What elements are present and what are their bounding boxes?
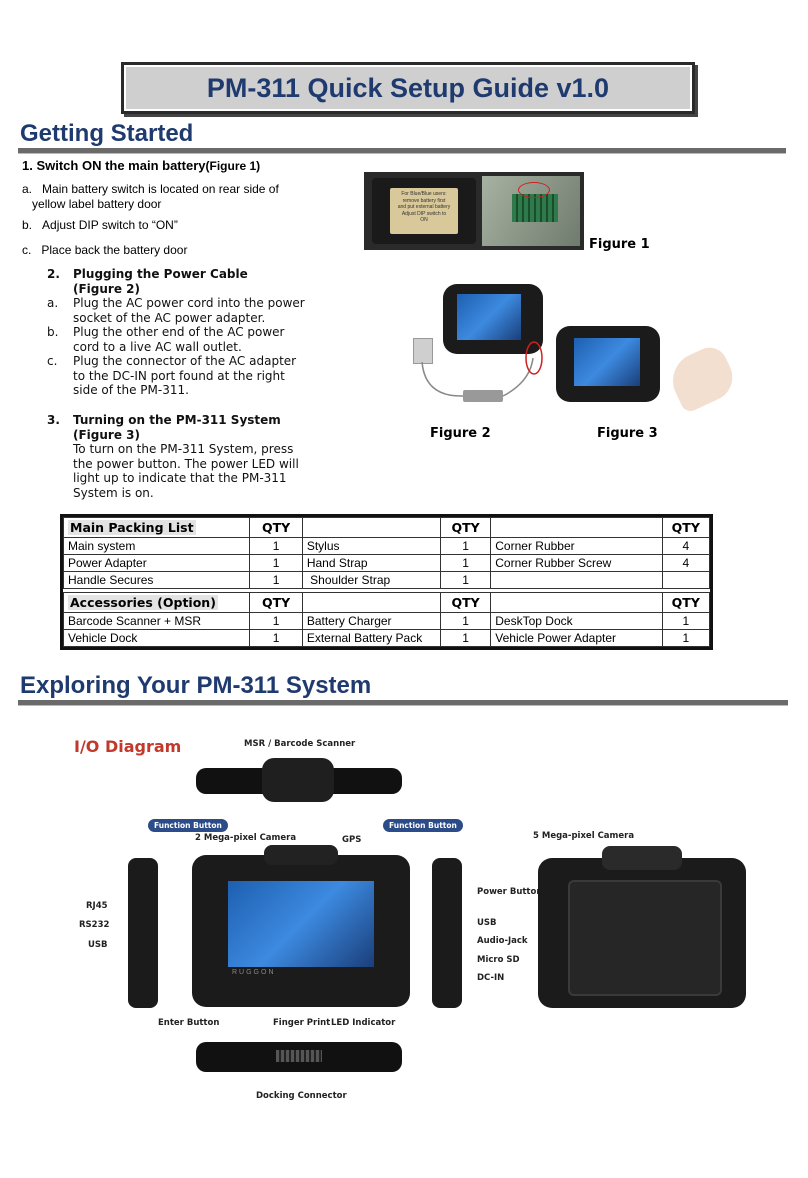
step2-block: 2.Plugging the Power Cable (Figure 2) — [47, 267, 248, 296]
tablet — [443, 284, 543, 354]
rs232-callout: RS232 — [79, 920, 110, 930]
section-rule — [18, 700, 788, 706]
rj45-callout: RJ45 — [86, 901, 108, 911]
step3-block: 3.Turning on the PM-311 System (Figure 3… — [47, 413, 299, 500]
getting-started-heading: Getting Started — [20, 120, 194, 147]
battery-door: For Blue/Blue users: remove battery firs… — [372, 178, 476, 244]
tablet — [556, 326, 660, 402]
bottom-view-device — [196, 1036, 402, 1084]
hand-icon — [663, 341, 741, 415]
brand-logo: RUGGON — [232, 969, 276, 976]
usb-left-callout: USB — [88, 940, 108, 950]
msr-scanner — [262, 758, 334, 802]
figure3-label: Figure 3 — [597, 426, 658, 441]
page-title: PM-311 Quick Setup Guide v1.0 — [206, 72, 610, 103]
exploring-heading: Exploring Your PM-311 System — [20, 672, 372, 699]
yellow-label: For Blue/Blue users: remove battery firs… — [390, 188, 458, 234]
back-battery-panel — [568, 880, 722, 996]
io-diagram-title: I/O Diagram — [74, 737, 182, 756]
right-side-device — [432, 858, 462, 1008]
led-indicator-callout: LED Indicator — [331, 1018, 396, 1028]
microsd-callout: Micro SD — [477, 955, 520, 965]
highlight-circle — [518, 182, 550, 198]
back-view-device — [538, 846, 746, 1008]
fingerprint-callout: Finger Print — [273, 1018, 331, 1028]
main-packing-header: Main Packing List QTY QTY QTY — [62, 517, 711, 538]
dip-switch — [512, 194, 558, 222]
audio-jack-callout: Audio-Jack — [477, 936, 528, 946]
left-side-device — [128, 858, 158, 1008]
title-banner: PM-311 Quick Setup Guide v1.0 — [121, 62, 695, 114]
front-screen — [228, 881, 374, 967]
power-button-callout: Power Button — [477, 887, 543, 897]
function-button-callout-left: Function Button — [148, 819, 228, 832]
power-adapter — [463, 390, 503, 402]
camera-housing — [264, 845, 338, 865]
camera-2mp-callout: 2 Mega-pixel Camera — [195, 833, 297, 843]
plug — [413, 338, 433, 364]
figure3-illustration — [554, 322, 744, 415]
msr-callout: MSR / Barcode Scanner — [244, 739, 356, 749]
section-rule — [18, 148, 786, 154]
front-view-device: RUGGON — [192, 845, 410, 1007]
circuit-board — [482, 176, 580, 246]
step1-title: 1. Switch ON the main battery(Figure 1) — [22, 158, 261, 173]
packing-table: Main Packing List QTY QTY QTY Main syste… — [60, 514, 713, 650]
camera-5mp-callout: 5 Mega-pixel Camera — [533, 831, 635, 841]
tablet-screen — [574, 338, 640, 386]
step1-item-c: c. Place back the battery door — [22, 243, 188, 257]
step1-item-a: a. Main battery switch is located on rea… — [22, 182, 279, 211]
top-view-device — [196, 756, 402, 806]
dcin-callout: DC-IN — [477, 973, 505, 983]
step1-item-b: b. Adjust DIP switch to “ON” — [22, 218, 178, 232]
cable-svg — [421, 341, 543, 397]
tablet-screen — [457, 294, 521, 340]
function-button-callout-right: Function Button — [383, 819, 463, 832]
enter-button-callout: Enter Button — [158, 1018, 220, 1028]
figure1-label: Figure 1 — [589, 237, 650, 252]
figure2-label: Figure 2 — [430, 426, 491, 441]
docking-connector-port — [276, 1050, 322, 1062]
accessories-header: Accessories (Option) QTY QTY QTY — [62, 592, 711, 613]
gps-callout: GPS — [342, 835, 362, 845]
figure2-illustration — [405, 282, 545, 412]
usb-right-callout: USB — [477, 918, 497, 928]
docking-connector-callout: Docking Connector — [256, 1091, 347, 1101]
figure1-photo: For Blue/Blue users: remove battery firs… — [364, 172, 584, 250]
rear-camera-housing — [602, 846, 682, 870]
